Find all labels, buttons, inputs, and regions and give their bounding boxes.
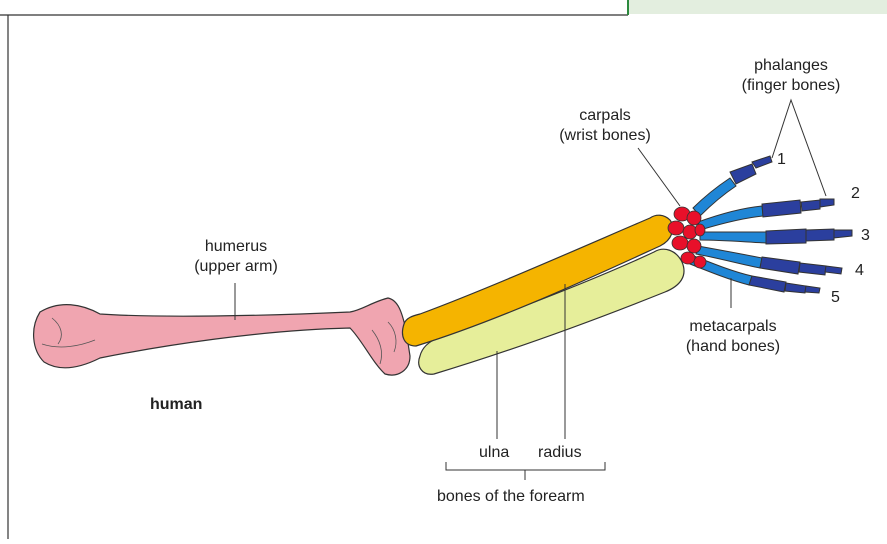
ulna-label: ulna xyxy=(479,443,509,463)
phalanges-note: (finger bones) xyxy=(721,76,861,96)
metacarpals-name: metacarpals xyxy=(668,317,798,337)
carpals-leader xyxy=(638,148,680,206)
carpals-label: carpals (wrist bones) xyxy=(545,106,665,146)
corner-panel xyxy=(628,0,887,14)
digit-2-label: 2 xyxy=(851,184,860,204)
phalanges-label: phalanges (finger bones) xyxy=(721,56,861,96)
metacarpals-label: metacarpals (hand bones) xyxy=(668,317,798,357)
metacarpals-note: (hand bones) xyxy=(668,337,798,357)
humerus-name: humerus xyxy=(176,237,296,257)
carpals-name: carpals xyxy=(545,106,665,126)
phalanges-leader xyxy=(772,100,826,196)
forearm-bracket xyxy=(446,462,605,470)
digit-1-label: 1 xyxy=(777,150,786,170)
species-label: human xyxy=(150,395,202,415)
phalanges-name: phalanges xyxy=(721,56,861,76)
digit-4-label: 4 xyxy=(855,261,864,281)
carpals-note: (wrist bones) xyxy=(545,126,665,146)
forearm-label: bones of the forearm xyxy=(437,487,585,507)
humerus-label: humerus (upper arm) xyxy=(176,237,296,277)
humerus-note: (upper arm) xyxy=(176,257,296,277)
radius-label: radius xyxy=(538,443,582,463)
digit-3-label: 3 xyxy=(861,226,870,246)
digit-5-label: 5 xyxy=(831,288,840,308)
phalanx-bones xyxy=(730,156,852,293)
humerus-bone xyxy=(34,298,410,375)
